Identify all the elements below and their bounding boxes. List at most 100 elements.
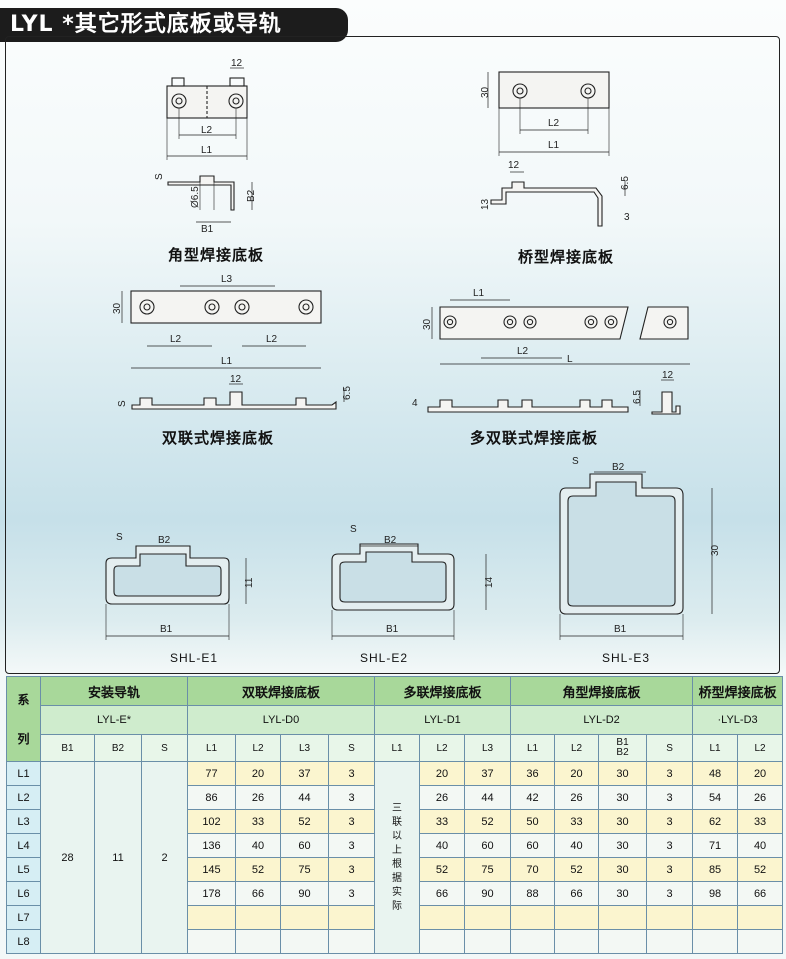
double-dim-l2a: L2: [170, 334, 182, 345]
double-dim-30: 30: [112, 302, 123, 314]
corner-dim-hole: Ø6.5: [190, 186, 201, 208]
d1-cell: [419, 905, 466, 930]
d0-cell: [235, 905, 281, 930]
col-d2-l1: L1: [510, 734, 556, 762]
e1-dim-b2: B2: [158, 535, 171, 546]
d0-cell: 3: [327, 785, 376, 810]
corner-dim-b1: B1: [201, 224, 214, 235]
d0-cell: 3: [327, 761, 376, 786]
corner-dim-l2: L2: [201, 125, 213, 136]
d1-cell: 90: [464, 881, 512, 906]
d0-cell: 102: [187, 809, 236, 834]
d2-cell: 30: [598, 809, 648, 834]
row-label: L6: [6, 881, 41, 906]
row-label: L3: [6, 809, 41, 834]
d3-cell: 20: [737, 761, 784, 786]
rail-b1-value: 28: [40, 761, 95, 954]
row-label: L2: [6, 785, 41, 810]
row-label: L5: [6, 857, 41, 882]
series-header: 系 列: [6, 676, 41, 762]
col-e-b2: B2: [94, 734, 142, 762]
d2-cell: [646, 905, 694, 930]
group-header-rail: 安装导轨: [40, 676, 188, 706]
col-d2-b1b2: B1 B2: [598, 734, 648, 762]
d2-cell: [554, 929, 600, 954]
d0-cell: 90: [280, 881, 329, 906]
d0-cell: 3: [327, 809, 376, 834]
d0-cell: 40: [235, 833, 281, 858]
d2-cell: [554, 905, 600, 930]
bridge-dim-13: 13: [480, 198, 491, 210]
corner-plate-drawing: 12 L2 L1 S Ø6.5 B2 B1: [154, 58, 257, 235]
d2-cell: [510, 905, 556, 930]
technical-drawings: 12 L2 L1 S Ø6.5 B2 B1 30: [105, 58, 721, 640]
d3-cell: 66: [737, 881, 784, 906]
corner-dim-s: S: [154, 173, 165, 180]
row-label: L8: [6, 929, 41, 954]
col-d0-l3: L3: [280, 734, 329, 762]
shl-e1-drawing: S B2 11 B1: [105, 532, 255, 640]
corner-plate-caption: 角型焊接底板: [168, 246, 265, 264]
d3-cell: 54: [692, 785, 739, 810]
e3-dim-30: 30: [710, 544, 721, 556]
d3-cell: 40: [737, 833, 784, 858]
table-row: L8: [6, 929, 784, 954]
d2-cell: 33: [554, 809, 600, 834]
double-dim-s: S: [117, 400, 128, 407]
d2-cell: 50: [510, 809, 556, 834]
col-d0-l2: L2: [235, 734, 281, 762]
multi-dim-l2: L2: [517, 346, 529, 357]
d3-cell: 33: [737, 809, 784, 834]
col-d3-l1: L1: [692, 734, 739, 762]
col-d2-s: S: [646, 734, 694, 762]
d2-cell: [646, 929, 694, 954]
d1-cell: 75: [464, 857, 512, 882]
d2-cell: 3: [646, 857, 694, 882]
d3-cell: 98: [692, 881, 739, 906]
d3-cell: 26: [737, 785, 784, 810]
d0-cell: 3: [327, 881, 376, 906]
d0-cell: 75: [280, 857, 329, 882]
model-lyl-d3: ·LYL-D3: [692, 705, 784, 735]
d2-cell: [598, 905, 648, 930]
d0-cell: 66: [235, 881, 281, 906]
d0-cell: 136: [187, 833, 236, 858]
e2-dim-b1: B1: [386, 624, 399, 635]
d3-cell: [737, 905, 784, 930]
col-d1-l2: L2: [419, 734, 466, 762]
col-d2-l2: L2: [554, 734, 600, 762]
d1-cell: [464, 905, 512, 930]
spec-table-wrapper: 系 列 安装导轨 双联焊接底板 多联焊接底板 角型焊接底板 桥型焊接底板 LYL…: [6, 676, 786, 959]
d0-cell: [327, 929, 376, 954]
d2-cell: 40: [554, 833, 600, 858]
bridge-dim-3: 3: [624, 212, 630, 223]
d0-cell: 3: [327, 857, 376, 882]
e1-dim-b1: B1: [160, 624, 173, 635]
d1-cell: 26: [419, 785, 466, 810]
d0-cell: [187, 929, 236, 954]
d2-cell: [510, 929, 556, 954]
d3-cell: [692, 929, 739, 954]
d1-cell: [419, 929, 466, 954]
d0-cell: 44: [280, 785, 329, 810]
double-dim-6-5: 6.5: [342, 386, 353, 400]
multi-dim-l: L: [567, 354, 573, 365]
d0-cell: [187, 905, 236, 930]
d3-cell: 52: [737, 857, 784, 882]
d1-cell: 60: [464, 833, 512, 858]
col-d2-b2: B2: [616, 747, 629, 758]
d0-cell: 26: [235, 785, 281, 810]
d1-cell: [464, 929, 512, 954]
bridge-plate-drawing: 30 L2 L1 12 6.5 13 3: [480, 71, 631, 227]
bridge-dim-6-5: 6.5: [620, 176, 631, 190]
double-plate-caption: 双联式焊接底板: [162, 429, 275, 447]
group-header-multi: 多联焊接底板: [374, 676, 512, 706]
row-label: L7: [6, 905, 41, 930]
multi-dim-12: 12: [662, 370, 674, 381]
shl-e3-drawing: S B2 30 B1: [559, 456, 721, 640]
d0-cell: 52: [235, 857, 281, 882]
col-e-s: S: [141, 734, 188, 762]
